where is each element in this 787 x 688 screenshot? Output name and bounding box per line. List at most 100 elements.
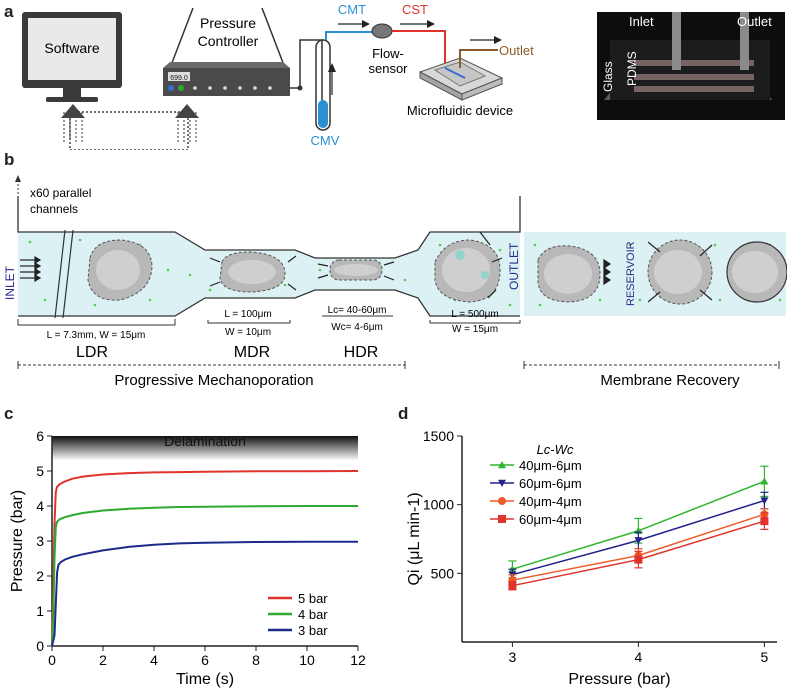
mdr-dimension-l: L = 100μm bbox=[224, 309, 271, 320]
data-marker bbox=[498, 497, 506, 505]
data-marker bbox=[760, 477, 769, 485]
data-marker bbox=[498, 515, 506, 523]
legend-label: 5 bar bbox=[298, 591, 328, 606]
hdr-dimension-l: Lc= 40-60μm bbox=[328, 305, 387, 316]
data-marker bbox=[498, 461, 506, 469]
legend-label: 40μm-4μm bbox=[519, 494, 582, 509]
photo-pdms-label: PDMS bbox=[625, 51, 639, 86]
panel-b-schematic: x60 parallel channels INLET OUTLET RESER… bbox=[3, 175, 787, 389]
legend-label: 4 bar bbox=[298, 607, 328, 622]
legend-label: 60μm-6μm bbox=[519, 476, 582, 491]
y-tick-label: 4 bbox=[36, 498, 44, 514]
cst-label: CST bbox=[402, 2, 428, 17]
progressive-mechanoporation-label: Progressive Mechanoporation bbox=[114, 372, 313, 389]
photo-inlet-label: Inlet bbox=[629, 14, 654, 29]
data-marker bbox=[508, 581, 517, 590]
y-tick-label: 3 bbox=[36, 533, 44, 549]
flow-sensor-label-1: Flow- bbox=[372, 46, 404, 61]
cell-exit bbox=[434, 239, 501, 303]
y-tick-label: 1 bbox=[36, 603, 44, 619]
y-tick-label: 1000 bbox=[423, 497, 454, 513]
panel-letter-d: d bbox=[398, 404, 409, 423]
pressure-controller-label-2: Controller bbox=[198, 33, 259, 49]
y-tick-label: 6 bbox=[36, 428, 44, 444]
data-marker bbox=[760, 497, 769, 505]
panel-letter-b: b bbox=[4, 150, 15, 169]
x-axis-label: Pressure (bar) bbox=[568, 671, 670, 688]
x-tick-label: 4 bbox=[150, 652, 158, 668]
reservoir-label: RESERVOIR bbox=[625, 241, 637, 306]
data-marker bbox=[760, 517, 769, 526]
parallel-channels-label-1: x60 parallel bbox=[30, 186, 91, 200]
microfluidic-device-icon bbox=[418, 57, 504, 101]
y-tick-label: 0 bbox=[36, 638, 44, 654]
cell-hdr bbox=[329, 259, 383, 281]
monitor-icon bbox=[22, 12, 122, 102]
device-photo bbox=[597, 12, 785, 120]
hdr-dimension-w: Wc= 4-6μm bbox=[331, 322, 383, 333]
ldr-dimensions: L = 7.3mm, W = 15μm bbox=[47, 330, 146, 341]
cmt-label: CMT bbox=[338, 2, 366, 17]
pressure-controller-label-1: Pressure bbox=[200, 15, 256, 31]
x-axis-label: Time (s) bbox=[176, 671, 234, 688]
flow-sensor-label-2: sensor bbox=[368, 61, 408, 76]
cell-ldr bbox=[87, 239, 153, 301]
legend-label: 40μm-6μm bbox=[519, 458, 582, 473]
y-tick-label: 1500 bbox=[423, 428, 454, 444]
panel-letter-a: a bbox=[4, 2, 14, 21]
x-tick-label: 10 bbox=[299, 652, 315, 668]
controller-display: 699.0 bbox=[170, 75, 188, 82]
cell-reservoir-recovering bbox=[647, 239, 713, 305]
series-line-4-bar bbox=[51, 505, 358, 647]
membrane-recovery-label: Membrane Recovery bbox=[600, 372, 740, 389]
stress-arrows bbox=[209, 231, 713, 303]
y-tick-label: 2 bbox=[36, 568, 44, 584]
delamination-band bbox=[52, 436, 358, 461]
outlet-vertical-label: OUTLET bbox=[507, 242, 521, 290]
photo-outlet-label: Outlet bbox=[737, 14, 772, 29]
x-tick-label: 6 bbox=[201, 652, 209, 668]
mdr-dimension-w: W = 10μm bbox=[225, 327, 271, 338]
dimension-brackets bbox=[17, 315, 521, 326]
hdr-label: HDR bbox=[344, 344, 379, 361]
y-axis-label: Pressure (bar) bbox=[9, 490, 26, 592]
feedback-arrows bbox=[61, 104, 199, 150]
pressure-controller-icon bbox=[163, 7, 290, 96]
delamination-label: Delamination bbox=[164, 433, 246, 449]
outlet-label: Outlet bbox=[499, 43, 534, 58]
series-line-3-bar bbox=[51, 540, 358, 647]
x-tick-label: 2 bbox=[99, 652, 107, 668]
photo-glass-label: Glass bbox=[601, 61, 615, 92]
inlet-arrows bbox=[20, 255, 612, 286]
data-marker bbox=[498, 479, 506, 487]
ldr-label: LDR bbox=[76, 344, 108, 361]
parallel-channels-label-2: channels bbox=[30, 202, 78, 216]
cmv-label: CMV bbox=[311, 133, 340, 148]
exit-dimension-w: W = 15μm bbox=[452, 324, 498, 335]
microfluidic-device-label: Microfluidic device bbox=[407, 103, 513, 118]
panel-a-schematic: Software 699.0 Pressure Controller CMV bbox=[22, 2, 785, 150]
cell-outlet bbox=[537, 245, 601, 303]
series-line-5-bar bbox=[51, 470, 359, 647]
x-tick-label: 5 bbox=[761, 649, 769, 665]
legend-label: 60μm-4μm bbox=[519, 512, 582, 527]
data-marker bbox=[634, 537, 643, 545]
y-tick-label: 500 bbox=[431, 565, 455, 581]
software-label: Software bbox=[44, 40, 99, 56]
x-tick-label: 12 bbox=[350, 652, 366, 668]
cmv-vial-icon bbox=[315, 39, 331, 131]
exit-dimension-l: L = 500μm bbox=[451, 309, 498, 320]
x-tick-label: 8 bbox=[252, 652, 260, 668]
flow-sensor-icon bbox=[371, 23, 393, 39]
x-tick-label: 3 bbox=[509, 649, 517, 665]
legend-label: 3 bar bbox=[298, 623, 328, 638]
panel-letter-c: c bbox=[4, 404, 14, 423]
y-axis-label: Qi (μL min-1) bbox=[406, 492, 423, 585]
cell-reservoir-recovered bbox=[726, 241, 787, 303]
legend-title: Lc-Wc bbox=[537, 442, 574, 457]
inlet-label: INLET bbox=[3, 265, 17, 300]
y-tick-label: 5 bbox=[36, 463, 44, 479]
data-marker bbox=[634, 555, 643, 564]
